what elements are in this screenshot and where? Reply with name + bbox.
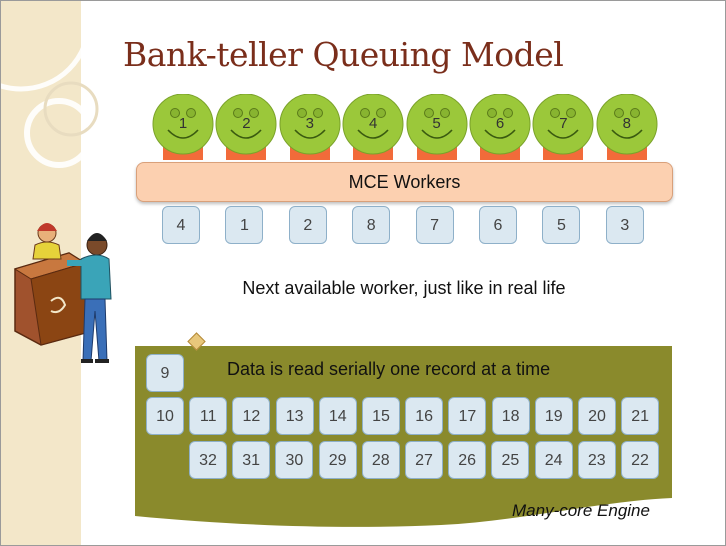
worker-7: 7 xyxy=(532,94,594,160)
queue-record-chip: 27 xyxy=(405,441,443,479)
worker-1: 1 xyxy=(152,94,214,160)
worker-2: 2 xyxy=(215,94,277,160)
assigned-record-chip: 2 xyxy=(288,206,327,244)
worker-6: 6 xyxy=(469,94,531,160)
assigned-record-chip: 4 xyxy=(162,206,200,244)
assigned-record-chip: 1 xyxy=(225,206,264,244)
queue-head-chip: 9 xyxy=(146,354,184,392)
next-available-caption: Next available worker, just like in real… xyxy=(242,278,566,298)
worker-number: 4 xyxy=(369,115,378,132)
worker-3: 3 xyxy=(279,94,341,160)
queue-record-chip: 15 xyxy=(362,397,400,435)
queue-record-chip: 18 xyxy=(491,397,530,435)
decorative-rings xyxy=(1,1,99,168)
serial-read-caption: Data is read serially one record at a ti… xyxy=(227,359,551,379)
bank-teller-illustration xyxy=(13,223,112,363)
engine-label: Many-core Engine xyxy=(512,501,650,520)
queue-record-chip: 22 xyxy=(621,441,659,479)
queue-record-chip: 26 xyxy=(448,441,487,479)
queue-record-chip: 14 xyxy=(318,397,357,435)
assigned-record-chip: 7 xyxy=(415,206,454,244)
worker-number: 3 xyxy=(305,115,314,132)
mce-workers-bar: MCE Workers xyxy=(136,162,673,202)
queue-record-chip: 32 xyxy=(189,441,227,479)
queue-record-chip: 19 xyxy=(534,397,573,435)
queue-record-chip: 21 xyxy=(621,397,660,435)
queue-record-chip: 20 xyxy=(578,397,616,435)
assigned-record-chip: 6 xyxy=(479,206,517,244)
queue-record-chip: 17 xyxy=(448,397,487,435)
slide-title: Bank-teller Queuing Model xyxy=(123,35,564,74)
queue-record-chip: 24 xyxy=(534,441,573,479)
worker-number: 2 xyxy=(242,115,251,132)
worker-number: 6 xyxy=(495,115,505,132)
queue-record-chip: 23 xyxy=(577,441,616,479)
worker-number: 5 xyxy=(432,115,441,132)
queue-record-chip: 16 xyxy=(405,397,444,435)
queue-record-chip: 31 xyxy=(232,441,271,479)
worker-number: 7 xyxy=(559,115,568,132)
queue-record-chip: 10 xyxy=(146,397,184,435)
worker-number: 8 xyxy=(622,115,631,132)
assigned-record-chip: 3 xyxy=(605,206,644,244)
worker-4: 4 xyxy=(342,94,404,160)
assigned-record-chip: 5 xyxy=(542,206,581,244)
queue-record-chip: 28 xyxy=(361,441,400,479)
queue-record-chip: 12 xyxy=(232,397,271,435)
worker-5: 5 xyxy=(406,94,468,160)
assigned-record-chip: 8 xyxy=(352,206,391,244)
queue-record-chip: 13 xyxy=(275,397,314,435)
queue-record-chip: 11 xyxy=(189,397,228,435)
queue-record-chip: 25 xyxy=(491,441,530,479)
worker-number: 1 xyxy=(178,115,188,132)
worker-8: 8 xyxy=(596,94,658,160)
queue-record-chip: 30 xyxy=(275,441,314,479)
queue-record-chip: 29 xyxy=(318,441,357,479)
